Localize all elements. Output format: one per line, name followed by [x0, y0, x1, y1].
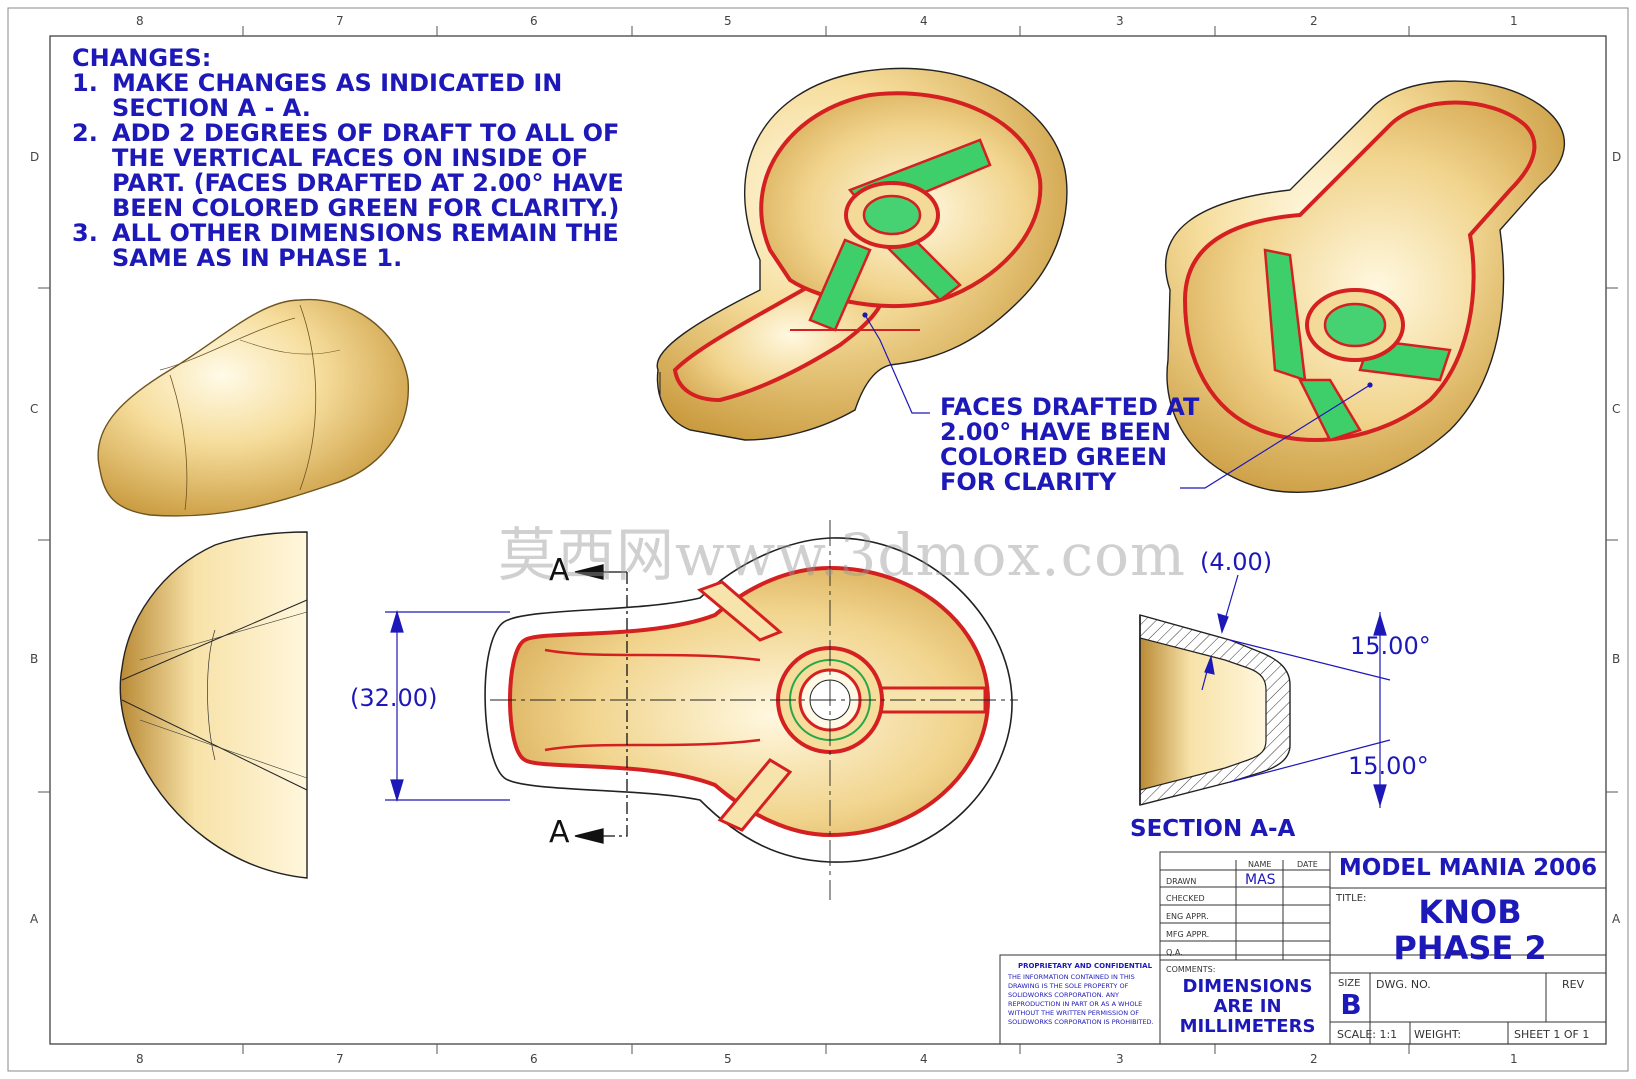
- sheet-border-outer: [7, 7, 1629, 1072]
- zone-col-top-5: 5: [724, 14, 732, 28]
- tb-qa-label: Q.A.: [1166, 948, 1183, 957]
- angle-top-dimension-label: 15.00°: [1350, 632, 1431, 660]
- zone-col-top-3: 3: [1116, 14, 1124, 28]
- tb-drawn-name: MAS: [1245, 872, 1276, 888]
- change-item-number: 1.: [72, 69, 98, 97]
- change-item-number: 3.: [72, 219, 98, 247]
- section-cut-line: [574, 564, 628, 844]
- tb-weight: WEIGHT:: [1414, 1028, 1462, 1041]
- tb-size-label: SIZE: [1338, 978, 1361, 989]
- dimension-width: [385, 609, 510, 803]
- knob-isometric-top-middle: [656, 67, 1068, 441]
- tb-scale: SCALE: 1:1: [1337, 1028, 1398, 1041]
- zone-row-left-a: A: [30, 912, 39, 926]
- tb-title-line2: PHASE 2: [1393, 929, 1547, 967]
- tb-company: MODEL MANIA 2006: [1338, 855, 1598, 881]
- draft-callout-note: FACES DRAFTED AT 2.00° HAVE BEEN COLORED…: [940, 393, 1200, 496]
- changes-heading: CHANGES:: [72, 44, 212, 72]
- zone-row-right-c: C: [1612, 402, 1621, 416]
- zone-col-bottom-3: 3: [1116, 1052, 1124, 1066]
- tb-proprietary-title: PROPRIETARY AND CONFIDENTIAL: [1017, 962, 1153, 970]
- watermark-text: 莫西网www.3dmox.com: [498, 521, 1186, 589]
- section-a-a-view: [1139, 614, 1291, 806]
- tb-comments-line3: MILLIMETERS: [1179, 1016, 1316, 1037]
- section-view-label: SECTION A-A: [1130, 816, 1296, 842]
- zone-col-bottom-6: 6: [530, 1052, 538, 1066]
- change-item-2: 2. ADD 2 DEGREES OF DRAFT TO ALL OF THE …: [72, 121, 624, 221]
- tb-comments-line1: DIMENSIONS: [1182, 976, 1313, 997]
- change-item-3: 3. ALL OTHER DIMENSIONS REMAIN THE SAME …: [72, 221, 624, 271]
- zone-col-bottom-2: 2: [1310, 1052, 1318, 1066]
- zone-col-top-7: 7: [336, 14, 344, 28]
- knob-isometric-top-right: [1164, 80, 1566, 493]
- section-mark-bottom: A: [549, 815, 570, 850]
- center-lines: [490, 520, 1018, 900]
- tb-eng-label: ENG APPR.: [1166, 912, 1209, 921]
- callout-leaders: [862, 312, 1373, 489]
- tb-proprietary-text: THE INFORMATION CONTAINED IN THIS DRAWIN…: [1008, 973, 1154, 1026]
- zone-col-bottom-4: 4: [920, 1052, 928, 1066]
- tb-title-line1: KNOB: [1418, 893, 1522, 931]
- change-item-1: 1. MAKE CHANGES AS INDICATED IN SECTION …: [72, 71, 624, 121]
- section-mark-top: A: [549, 553, 570, 588]
- tb-checked-label: CHECKED: [1166, 894, 1205, 903]
- zone-col-bottom-1: 1: [1510, 1052, 1518, 1066]
- tb-dwg-label: DWG. NO.: [1376, 978, 1431, 991]
- tb-mfg-label: MFG APPR.: [1166, 930, 1210, 939]
- thickness-dimension-label: (4.00): [1200, 548, 1273, 576]
- tb-title-label: TITLE:: [1336, 893, 1367, 904]
- zone-ticks: [38, 26, 1618, 1054]
- zone-col-bottom-7: 7: [336, 1052, 344, 1066]
- zone-row-left-b: B: [30, 652, 39, 666]
- zone-col-top-2: 2: [1310, 14, 1318, 28]
- zone-row-right-a: A: [1612, 912, 1621, 926]
- tb-rev-label: REV: [1562, 978, 1585, 991]
- zone-row-left-c: C: [30, 402, 39, 416]
- zone-col-bottom-5: 5: [724, 1052, 732, 1066]
- change-item-number: 2.: [72, 119, 98, 147]
- changes-notes: CHANGES: 1. MAKE CHANGES AS INDICATED IN…: [72, 46, 624, 271]
- width-dimension-label: (32.00): [350, 684, 438, 712]
- title-block-frame: [999, 851, 1607, 1045]
- zone-col-top-4: 4: [920, 14, 928, 28]
- tb-size-value: B: [1340, 988, 1362, 1021]
- zone-col-bottom-8: 8: [136, 1052, 144, 1066]
- change-item-text: ALL OTHER DIMENSIONS REMAIN THE SAME AS …: [112, 219, 619, 272]
- section-dimensions: [1201, 574, 1391, 808]
- zone-row-right-d: D: [1612, 150, 1622, 164]
- zone-col-top-6: 6: [530, 14, 538, 28]
- tb-drawn-label: DRAWN: [1166, 877, 1197, 886]
- tb-header-date: DATE: [1297, 860, 1318, 869]
- change-item-text: MAKE CHANGES AS INDICATED IN SECTION A -…: [112, 69, 563, 122]
- tb-sheet: SHEET 1 OF 1: [1514, 1028, 1590, 1041]
- tb-comments-label: COMMENTS:: [1166, 965, 1216, 974]
- tb-header-name: NAME: [1248, 860, 1272, 869]
- change-item-text: ADD 2 DEGREES OF DRAFT TO ALL OF THE VER…: [112, 119, 624, 222]
- knob-isometric-solid: [97, 298, 409, 517]
- zone-col-top-1: 1: [1510, 14, 1518, 28]
- angle-bottom-dimension-label: 15.00°: [1348, 752, 1429, 780]
- zone-row-right-b: B: [1612, 652, 1621, 666]
- tb-comments-line2: ARE IN: [1213, 996, 1282, 1017]
- zone-row-left-d: D: [30, 150, 40, 164]
- zone-col-top-8: 8: [136, 14, 144, 28]
- knob-side-view: [119, 531, 308, 879]
